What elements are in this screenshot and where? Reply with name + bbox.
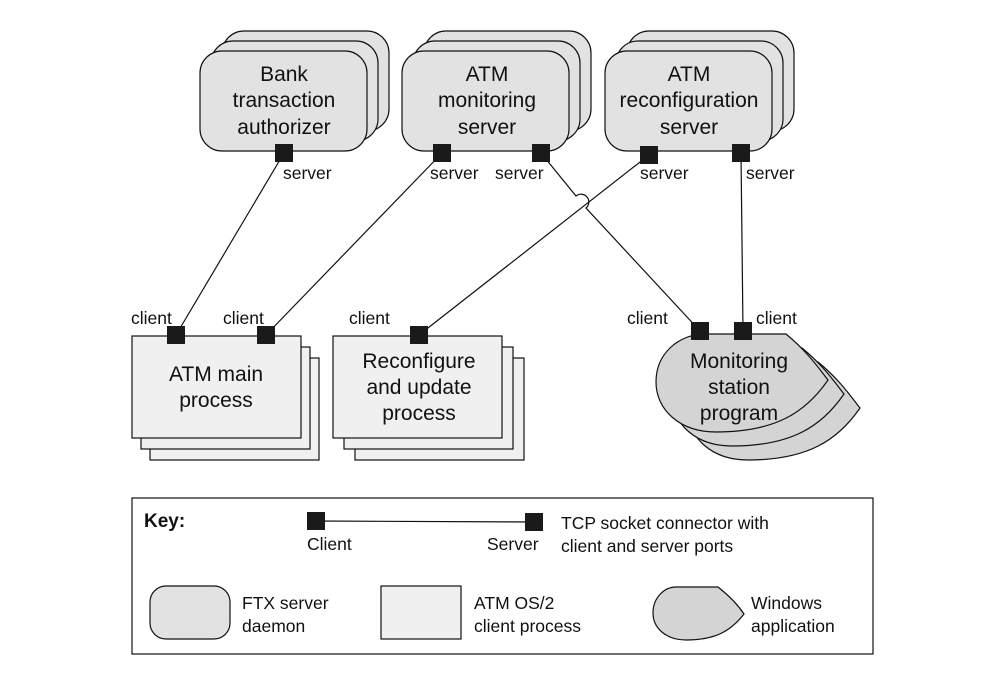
monitoring-server-line2: monitoring [438,89,536,112]
port-bank-server [275,144,293,162]
port-monitoring-server-1 [433,144,451,162]
key-server-port [525,513,543,531]
reconfigure-line1: Reconfigure [362,350,475,373]
port-labels: server server server server server clien… [131,163,797,328]
key-ftx-line1: FTX server [242,593,329,613]
key-box [131,497,874,655]
atm-monitoring-server-component: ATM monitoring server [401,30,592,152]
port-station-client-1 [691,322,709,340]
connectors [175,152,744,336]
connector-monitoring-to-station [540,152,701,332]
port-reconfig-server-1 [640,146,658,164]
key-title: Key: [144,511,185,532]
label-monitoring-server-1: server [430,163,479,183]
key-os2-line1: ATM OS/2 [474,593,554,613]
key-server-label: Server [487,534,539,554]
bank-authorizer-line1: Bank [260,63,308,86]
label-atm-main-client-2: client [223,308,264,328]
bank-authorizer-line3: authorizer [237,116,330,139]
atm-main-line1: ATM main [169,363,263,386]
key-connector-line [315,520,535,523]
key-windows-swatch [652,586,745,641]
monitoring-station-line1: Monitoring [690,350,788,373]
port-station-client-2 [734,322,752,340]
reconfigure-update-process-component: Reconfigure and update process [332,335,525,461]
port-atm-main-client-1 [167,326,185,344]
connector-bank-to-atm-main [175,152,285,336]
key-legend: Key: Client Server TCP socket connector … [131,497,874,655]
reconfig-server-line1: ATM [668,63,711,86]
key-connector-desc-line1: TCP socket connector with [561,513,769,533]
label-atm-main-client-1: client [131,308,172,328]
label-monitoring-server-2: server [495,163,544,183]
monitoring-server-line3: server [458,116,516,139]
monitoring-server-line1: ATM [466,63,509,86]
label-reconfig-server-2: server [746,163,795,183]
reconfig-server-line3: server [660,116,718,139]
bank-authorizer-component: Bank transaction authorizer [199,30,390,152]
key-os2-line2: client process [474,616,581,636]
bank-authorizer-line2: transaction [233,89,336,112]
atm-reconfig-server-component: ATM reconfiguration server [604,30,795,152]
label-station-client-2: client [756,308,797,328]
label-bank-server: server [283,163,332,183]
port-atm-main-client-2 [257,326,275,344]
monitoring-station-component: Monitoring station program [655,333,861,461]
key-client-port [307,512,325,530]
key-os2-swatch [380,585,462,640]
atm-main-line2: process [179,389,253,412]
connector-reconfig-to-reconfigure [418,154,650,336]
label-station-client-1: client [627,308,668,328]
key-connector-desc-line2: client and server ports [561,536,733,556]
monitoring-station-line3: program [700,402,778,425]
ports [167,144,752,344]
port-reconfigure-client [410,326,428,344]
monitoring-station-line2: station [708,376,770,399]
key-windows-line1: Windows [751,593,822,613]
reconfigure-line2: and update [366,376,471,399]
label-reconfigure-client: client [349,308,390,328]
atm-main-process-component: ATM main process [131,335,320,461]
key-ftx-swatch [149,585,231,640]
connector-reconfig-to-station [740,152,744,332]
reconfig-server-line2: reconfiguration [620,89,759,112]
port-reconfig-server-2 [732,144,750,162]
connector-monitoring-to-atm-main [265,152,443,336]
port-monitoring-server-2 [532,144,550,162]
key-client-label: Client [307,534,352,554]
label-reconfig-server-1: server [640,163,689,183]
key-windows-line2: application [751,616,835,636]
reconfigure-line3: process [382,402,456,425]
key-ftx-line2: daemon [242,616,305,636]
